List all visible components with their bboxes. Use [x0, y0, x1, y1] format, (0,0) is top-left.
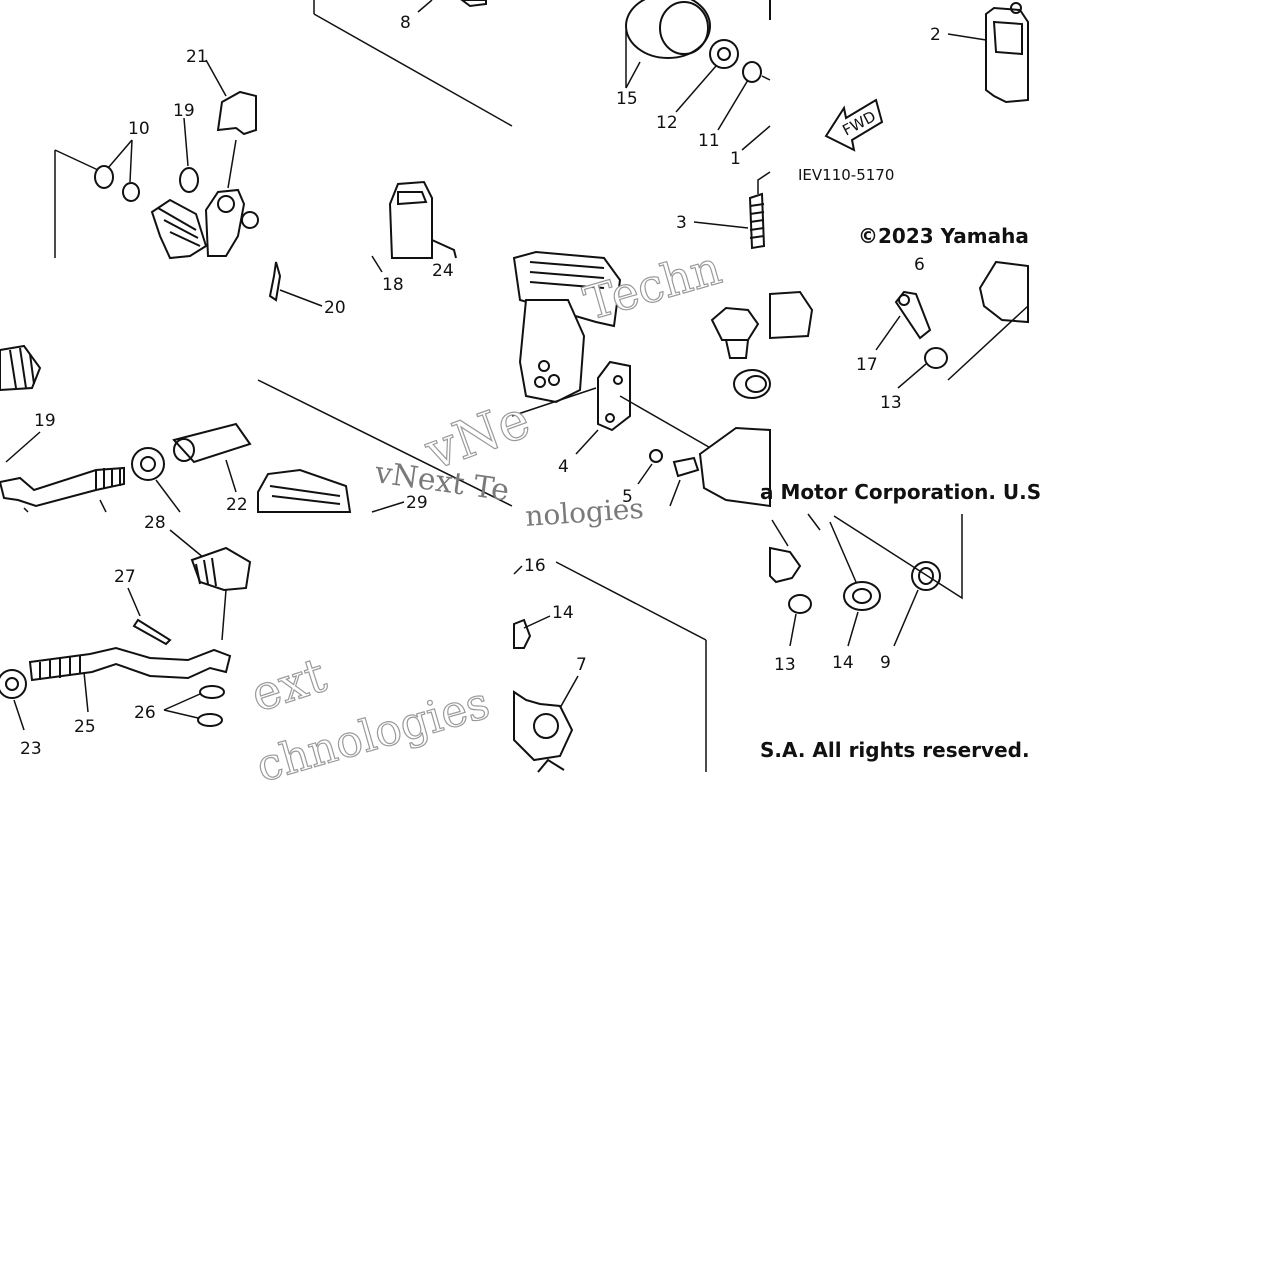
cam-21 — [216, 90, 257, 136]
ring-15 — [625, 0, 711, 59]
svg-text:28: 28 — [144, 513, 166, 533]
svg-text:7: 7 — [576, 655, 587, 675]
washer-13b — [788, 594, 812, 614]
washer-11 — [742, 61, 762, 83]
washer-19a — [179, 167, 199, 193]
svg-text:6: 6 — [914, 255, 925, 275]
tile-bottom-right: 13 14 9 S.A. All rights reserved. — [760, 513, 1030, 762]
svg-text:24: 24 — [432, 261, 454, 281]
tile-middle-left: 19 22 — [0, 344, 252, 515]
svg-text:5: 5 — [622, 487, 633, 507]
svg-text:18: 18 — [382, 275, 404, 295]
svg-text:17: 17 — [856, 355, 878, 375]
tile-top-third: 15 12 11 1 3 4 5 — [511, 0, 814, 533]
tile-bottom-left: 28 27 23 25 26 — [0, 513, 252, 759]
rod-25 — [28, 646, 232, 682]
svg-text:1: 1 — [730, 149, 741, 169]
washer-10a — [94, 165, 114, 189]
svg-text:14: 14 — [832, 653, 854, 673]
sleeve-22 — [172, 422, 252, 464]
washer-large — [733, 369, 771, 399]
svg-text:nologies: nologies — [524, 492, 645, 533]
svg-text:27: 27 — [114, 567, 136, 587]
svg-text:23: 23 — [20, 739, 42, 759]
tile-bottom-second: ext chnologies — [244, 646, 496, 793]
svg-text:29: 29 — [406, 493, 428, 513]
svg-text:9: 9 — [880, 653, 891, 673]
svg-text:10: 10 — [128, 119, 150, 139]
svg-text:15: 15 — [616, 89, 638, 109]
washer-13a — [924, 347, 948, 369]
svg-text:19: 19 — [34, 411, 56, 431]
washer-26b — [197, 713, 223, 727]
svg-text:21: 21 — [186, 47, 208, 67]
cotter-pin-20 — [268, 261, 282, 302]
svg-text:19: 19 — [173, 101, 195, 121]
svg-text:16: 16 — [524, 556, 546, 576]
svg-text:13: 13 — [774, 655, 796, 675]
washer-9 — [911, 561, 941, 591]
svg-text:13: 13 — [880, 393, 902, 413]
spring-3 — [748, 192, 766, 250]
copyright-line-3: S.A. All rights reserved. — [760, 738, 1030, 762]
svg-text:12: 12 — [656, 113, 678, 133]
bracket-2 — [985, 6, 1029, 104]
bolt-hex — [710, 306, 760, 341]
ball-5 — [649, 449, 663, 463]
copyright-line-1: ©2023 Yamaha — [858, 224, 1029, 248]
svg-text:Techn: Techn — [578, 240, 727, 330]
svg-text:11: 11 — [698, 131, 720, 151]
bracket-7 — [513, 690, 574, 762]
fwd-arrow-icon: FWD — [824, 98, 884, 152]
detent-pin — [672, 456, 700, 478]
tile-bottom-third: 16 14 7 — [513, 556, 707, 773]
tile-top-second: 8 18 24 20 29 vNext Te — [257, 0, 513, 513]
nut-12 — [709, 39, 739, 69]
svg-text:2: 2 — [930, 25, 941, 45]
catalog-code: IEV110-5170 — [798, 166, 894, 184]
cotter-pin-27 — [132, 618, 172, 646]
tile-top-right: 2 FWD IEV110-5170 ©2023 Yamaha 6 17 13 a… — [760, 2, 1041, 504]
bolt-17 — [894, 290, 932, 340]
svg-text:3: 3 — [676, 213, 687, 233]
nut-23 — [0, 669, 27, 699]
tile-top-left: 21 10 19 — [54, 47, 259, 260]
copyright-line-2: a Motor Corporation. U.S — [760, 480, 1041, 504]
svg-text:ext: ext — [244, 647, 332, 723]
svg-text:8: 8 — [400, 13, 411, 33]
lever-plate — [204, 188, 246, 257]
svg-text:14: 14 — [552, 603, 574, 623]
nut-hex — [131, 447, 165, 481]
washer-26a — [199, 685, 225, 699]
shaft-screw — [150, 198, 208, 260]
svg-text:20: 20 — [324, 298, 346, 318]
rod-bent — [0, 466, 125, 508]
grip-18 — [388, 180, 433, 259]
svg-text:26: 26 — [134, 703, 156, 723]
washer-10b — [122, 182, 140, 202]
svg-text:4: 4 — [558, 457, 569, 477]
washer-14 — [843, 581, 881, 611]
svg-text:25: 25 — [74, 717, 96, 737]
svg-text:22: 22 — [226, 495, 248, 515]
